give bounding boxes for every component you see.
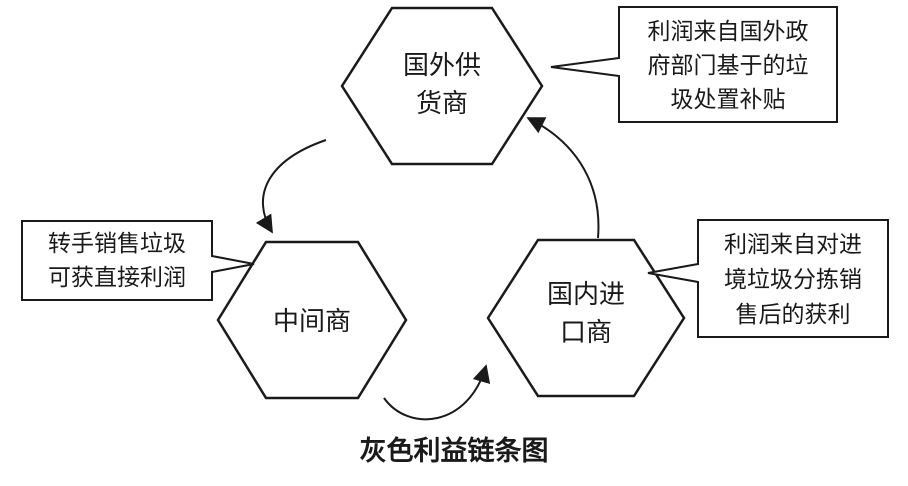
node-domestic-importer: 国内进 口商 <box>486 238 686 398</box>
callout-middleman: 转手销售垃圾 可获直接利润 <box>21 220 255 301</box>
node-foreign-supplier: 国外供 货商 <box>340 6 544 166</box>
arrow-supplier-to-middleman <box>255 139 327 234</box>
arrow-middleman-to-importer <box>383 364 491 421</box>
callout-domestic-importer: 利润来自对进 境垃圾分拣销 售后的获利 <box>647 219 889 338</box>
callout-domestic-importer-line-3: 售后的获利 <box>736 302 851 328</box>
hexagon-domestic-importer <box>486 238 686 398</box>
callout-foreign-supplier-line-1: 利润来自国外政 <box>648 19 809 45</box>
node-label-domestic-importer-2: 口商 <box>560 318 612 348</box>
callout-box-foreign-supplier <box>550 6 838 123</box>
diagram-caption: 灰色利益链条图 <box>360 435 549 467</box>
hexagon-middleman <box>216 240 408 400</box>
node-label-middleman: 中间商 <box>273 307 351 337</box>
callout-box-middleman <box>21 220 255 301</box>
callout-middleman-line-1: 转手销售垃圾 <box>48 231 186 257</box>
callout-foreign-supplier-line-3: 圾处置补贴 <box>671 87 786 113</box>
hexagon-foreign-supplier <box>340 6 544 166</box>
callout-middleman-line-2: 可获直接利润 <box>48 265 186 291</box>
callout-domestic-importer-line-2: 境垃圾分拣销 <box>724 267 862 293</box>
node-label-domestic-importer-1: 国内进 <box>547 280 625 310</box>
callout-box-domestic-importer <box>647 219 889 338</box>
callout-domestic-importer-line-1: 利润来自对进 <box>724 232 862 258</box>
arrow-importer-to-supplier <box>526 117 600 239</box>
node-label-foreign-supplier-2: 货商 <box>416 89 468 119</box>
callout-foreign-supplier-line-2: 府部门基于的垃 <box>648 53 809 79</box>
node-middleman: 中间商 <box>216 240 408 400</box>
callout-foreign-supplier: 利润来自国外政 府部门基于的垃 圾处置补贴 <box>550 6 838 123</box>
node-label-foreign-supplier-1: 国外供 <box>403 51 481 81</box>
